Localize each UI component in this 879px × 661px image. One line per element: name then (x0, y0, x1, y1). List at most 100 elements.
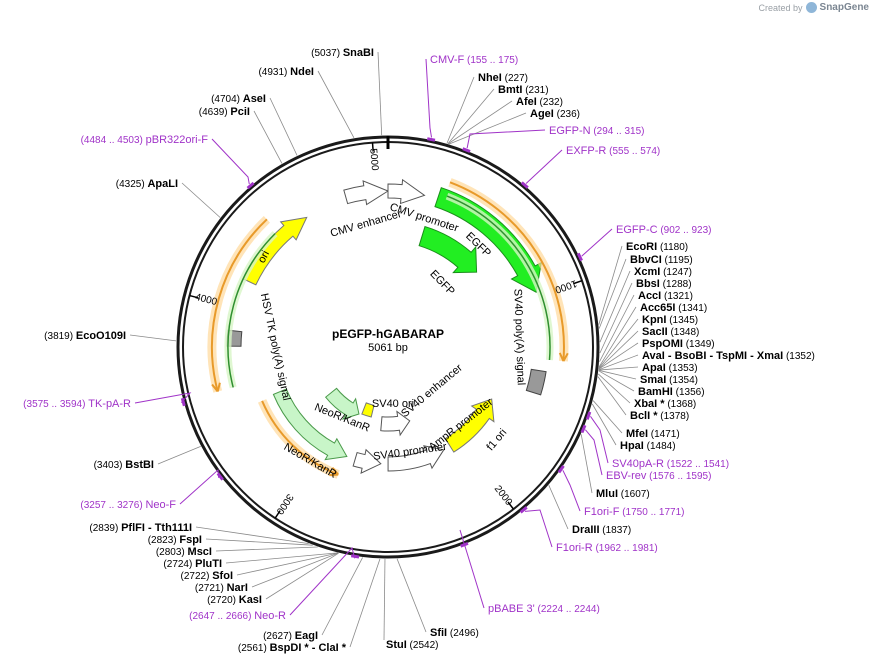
orf2-line-0 (446, 195, 551, 361)
site-label[interactable]: (2823) FspI (148, 534, 202, 546)
site-label[interactable]: SmaI (1354) (640, 374, 698, 386)
site-enzyme: BstBI (125, 459, 154, 471)
site-label[interactable]: (2627) EagI (263, 630, 318, 642)
site-enzyme: SfoI (212, 570, 233, 582)
site-position: (5037) (311, 48, 343, 59)
site-label[interactable]: (4704) AseI (211, 93, 266, 105)
feature-sv40-polya (525, 368, 547, 396)
site-label[interactable]: AfeI (232) (516, 96, 563, 108)
site-label[interactable]: (2720) KasI (207, 594, 262, 606)
primer-label[interactable]: EXFP-R (555 .. 574) (566, 145, 660, 157)
site-label[interactable]: (3819) EcoO109I (44, 330, 126, 342)
site-position: (4325) (116, 179, 148, 190)
primer-range: (1576 .. 1595) (646, 471, 711, 482)
feature-egfp-inner (418, 225, 478, 274)
site-leader (446, 76, 475, 144)
site-label[interactable]: SacII (1348) (642, 326, 699, 338)
site-label[interactable]: (2724) PluTI (163, 558, 222, 570)
site-enzyme: BclI * (630, 410, 658, 422)
primer-label[interactable]: pBABE 3' (2224 .. 2244) (488, 603, 600, 615)
site-label[interactable]: AvaI - BsoBI - TspMI - XmaI (1352) (642, 350, 815, 362)
site-enzyme: PflFI - Tth111I (121, 522, 192, 534)
site-label[interactable]: DraIII (1837) (572, 524, 631, 536)
orf-arrowhead-0 (558, 352, 569, 362)
site-leader (205, 538, 313, 546)
site-enzyme: NheI (478, 72, 502, 84)
site-label[interactable]: HpaI (1484) (620, 440, 676, 452)
site-label[interactable]: StuI (2542) (386, 639, 438, 651)
site-label[interactable]: ApaI (1353) (642, 362, 698, 374)
site-label[interactable]: BmtI (231) (498, 84, 549, 96)
site-enzyme: AccI (638, 290, 661, 302)
primer-label[interactable]: SV40pA-R (1522 .. 1541) (612, 458, 729, 470)
site-label[interactable]: (5037) SnaBI (311, 47, 374, 59)
primer-label[interactable]: EBV-rev (1576 .. 1595) (606, 470, 711, 482)
primer-name: Neo-F (145, 499, 176, 511)
site-label[interactable]: MfeI (1471) (626, 428, 680, 440)
site-label[interactable]: AccI (1321) (638, 290, 693, 302)
site-leader (181, 182, 221, 218)
primer-label[interactable]: (4484 .. 4503) pBR322ori-F (81, 134, 209, 146)
primer-range: (1750 .. 1771) (619, 507, 684, 518)
primer-leader (211, 138, 250, 185)
primer-label[interactable]: F1ori-F (1750 .. 1771) (584, 506, 685, 518)
site-label[interactable]: BbsI (1288) (636, 278, 692, 290)
site-label[interactable]: MluI (1607) (596, 488, 650, 500)
site-label[interactable]: PspOMI (1349) (642, 338, 715, 350)
site-label[interactable]: (2721) NarI (195, 582, 248, 594)
feature-sv40-ori (361, 402, 375, 418)
site-enzyme: SmaI (640, 374, 666, 386)
plasmid-name: pEGFP-hGABARAP (332, 327, 444, 341)
label-egfp-inner: EGFP (427, 268, 456, 298)
site-position: (1484) (644, 441, 676, 452)
primer-mark (557, 465, 565, 474)
site-position: (1345) (666, 315, 698, 326)
snapgene-logo-icon (805, 2, 817, 13)
site-label[interactable]: XbaI * (1368) (634, 398, 696, 410)
site-label[interactable]: BclI * (1378) (630, 410, 689, 422)
primer-label[interactable]: CMV-F (155 .. 175) (430, 54, 518, 66)
primer-range: (1962 .. 1981) (593, 543, 658, 554)
site-label[interactable]: SfiI (2496) (430, 627, 479, 639)
site-label[interactable]: (4325) ApaLI (116, 178, 178, 190)
site-enzyme: EcoRI (626, 241, 657, 253)
site-label[interactable]: (4931) NdeI (258, 66, 314, 78)
primer-label[interactable]: (2647 .. 2666) Neo-R (189, 610, 286, 622)
site-leader (195, 526, 309, 545)
site-position: (2561) (238, 643, 270, 654)
site-leader (321, 557, 364, 636)
site-label[interactable]: XcmI (1247) (634, 266, 692, 278)
site-label[interactable]: EcoRI (1180) (626, 241, 688, 253)
site-enzyme: SfiI (430, 627, 447, 639)
site-label[interactable]: KpnI (1345) (642, 314, 698, 326)
site-label[interactable]: BamHI (1356) (638, 386, 705, 398)
site-label[interactable]: (2722) SfoI (181, 570, 233, 582)
site-label[interactable]: Acc65I (1341) (640, 302, 707, 314)
site-position: (1180) (657, 242, 688, 253)
site-label[interactable]: (2803) MscI (156, 546, 212, 558)
tick-mark-2000 (507, 501, 515, 510)
primer-mark (585, 411, 592, 420)
site-label[interactable]: NheI (227) (478, 72, 528, 84)
primer-label[interactable]: (3575 .. 3594) TK-pA-R (23, 398, 131, 410)
primer-label[interactable]: EGFP-C (902 .. 923) (616, 224, 711, 236)
site-label[interactable]: AgeI (236) (530, 108, 580, 120)
tick-label-2000: 2000 (492, 484, 515, 509)
site-label[interactable]: BbvCI (1195) (630, 254, 693, 266)
site-label[interactable]: (3403) BstBI (94, 459, 154, 471)
primer-label[interactable]: (3257 .. 3276) Neo-F (80, 499, 176, 511)
primer-name: EXFP-R (566, 145, 606, 157)
site-leader (598, 366, 639, 371)
site-label[interactable]: (4639) PciI (199, 106, 250, 118)
primer-label[interactable]: EGFP-N (294 .. 315) (549, 125, 644, 137)
site-enzyme: NdeI (290, 66, 314, 78)
primer-label[interactable]: F1ori-R (1962 .. 1981) (556, 542, 658, 554)
site-enzyme: EcoO109I (76, 330, 126, 342)
site-enzyme: ApaI (642, 362, 666, 374)
site-leader (253, 110, 283, 164)
site-label[interactable]: (2839) PflFI - Tth111I (89, 522, 192, 534)
primer-leader (525, 149, 563, 184)
primer-leader (179, 468, 220, 505)
site-label[interactable]: (2561) BspDI * - ClaI * (238, 642, 347, 654)
